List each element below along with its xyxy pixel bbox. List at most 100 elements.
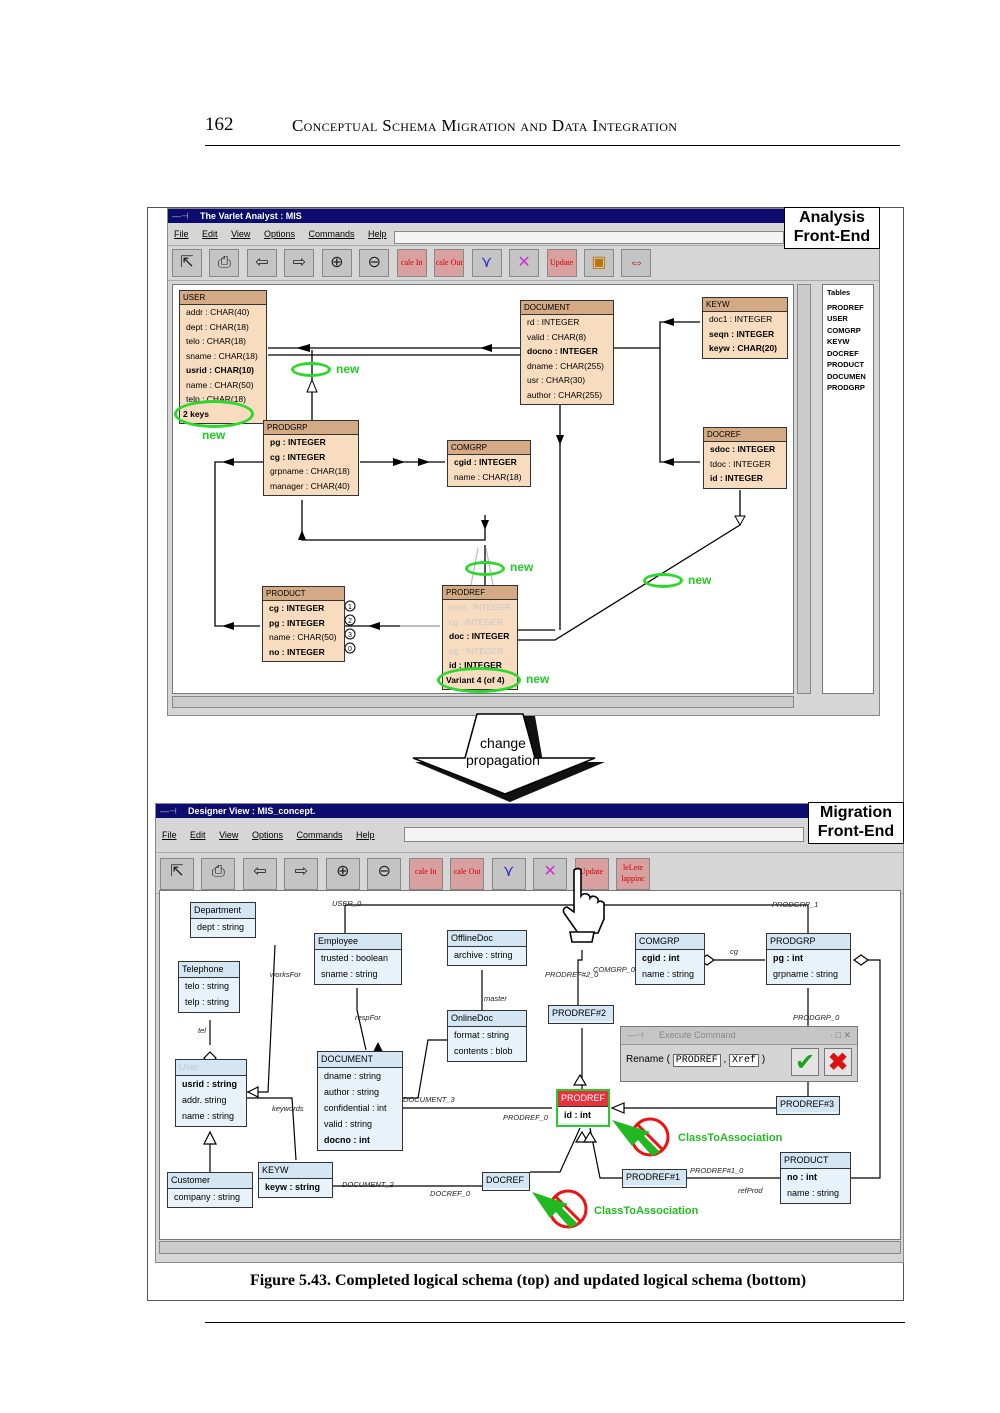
back-arrow-icon[interactable]: ⇦ — [242, 858, 277, 890]
class-customer[interactable]: Customer company : string — [167, 1172, 253, 1208]
analyst-titlebar[interactable]: —⊣ The Varlet Analyst : MIS — [168, 209, 879, 223]
zoom-in-icon[interactable]: ⊕ — [321, 249, 352, 277]
class-product[interactable]: PRODUCT no : int name : string — [780, 1152, 851, 1204]
edge-user-0: USER_0 — [332, 899, 362, 908]
designer-horizontal-scrollbar[interactable] — [159, 1241, 901, 1254]
graph-layout-alt-icon[interactable]: ✕ — [509, 249, 540, 277]
cancel-cross-icon[interactable]: ✖ — [824, 1048, 852, 1076]
class-prodgrp[interactable]: PRODGRP pg : int grpname : string — [766, 933, 851, 985]
menu-help[interactable]: Help — [368, 229, 387, 239]
dialog-menu-icon[interactable]: —⊣ — [627, 1030, 644, 1040]
figure-caption: Figure 5.43. Completed logical schema (t… — [249, 1272, 807, 1289]
class-user[interactable]: User usrid : string addr. string name : … — [175, 1059, 247, 1127]
class-document[interactable]: DOCUMENT dname : string author : string … — [317, 1051, 403, 1151]
class-to-association-label-1: ClassToAssociation — [678, 1132, 783, 1144]
book-icon[interactable]: ⇔ — [621, 249, 652, 277]
class-prodref3[interactable]: PRODREF#3 — [776, 1096, 840, 1115]
window-menu-icon[interactable]: —⊣ — [172, 211, 189, 221]
window-menu-icon[interactable]: —⊣ — [160, 806, 177, 816]
menu-options[interactable]: Options — [251, 830, 283, 840]
exit-icon[interactable]: ⇱ — [172, 249, 202, 277]
menu-commands[interactable]: Commands — [296, 830, 343, 840]
edge-worksfor: worksFor — [270, 970, 301, 979]
dialog-window-controls-icon[interactable]: · □ ✕ — [830, 1030, 851, 1040]
zoom-out-icon[interactable]: ⊖ — [359, 249, 390, 277]
table-item[interactable]: PRODREF — [827, 302, 864, 312]
running-title: Conceptual Schema Migration and Data Int… — [292, 116, 678, 135]
designer-titlebar[interactable]: —⊣ Designer View : MIS_concept. — [156, 804, 903, 818]
menu-commands[interactable]: Commands — [308, 229, 355, 239]
menu-file[interactable]: File — [162, 830, 177, 840]
print-icon[interactable]: ⎙ — [201, 858, 236, 890]
graph-layout-alt-icon[interactable]: ✕ — [533, 858, 568, 890]
entity-comgrp[interactable]: COMGRP cgid : INTEGER name : CHAR(18) — [447, 440, 531, 487]
class-prodref1[interactable]: PRODREF#1 — [622, 1169, 687, 1188]
forward-arrow-icon[interactable]: ⇨ — [284, 858, 319, 890]
back-arrow-icon[interactable]: ⇦ — [246, 249, 277, 277]
class-prodref2[interactable]: PRODREF#2 — [548, 1005, 614, 1024]
edge-docref-0: DOCREF_0 — [430, 1189, 471, 1198]
class-comgrp[interactable]: COMGRP cgid : int name : string — [635, 933, 705, 985]
update-button[interactable]: Update — [546, 249, 577, 277]
analyst-command-input[interactable] — [394, 231, 784, 244]
table-item[interactable]: KEYW — [827, 337, 850, 346]
class-docref[interactable]: DOCREF — [482, 1172, 530, 1191]
class-department[interactable]: Department dept : string — [190, 902, 256, 938]
class-telephone[interactable]: Telephone telo : string telp : string — [178, 961, 240, 1013]
scale-out-button[interactable]: cale Out — [434, 249, 465, 277]
new-label-docref-link: new — [688, 573, 712, 587]
entity-keyw[interactable]: KEYW doc1 : INTEGER seqn : INTEGER keyw … — [702, 297, 788, 359]
new-ring-keys — [174, 400, 254, 428]
package-icon[interactable]: ▣ — [583, 249, 614, 277]
tables-title: Tables — [827, 288, 851, 297]
analyst-toolbar: ⇱ ⎙ ⇦ ⇨ ⊕ ⊖ cale In cale Out ⋎ ✕ Update … — [168, 245, 879, 281]
cardinality-2: 2 — [348, 618, 352, 625]
class-keyw[interactable]: KEYW keyw : string — [258, 1162, 333, 1198]
graph-layout-icon[interactable]: ⋎ — [491, 858, 526, 890]
page-number: 162 — [205, 114, 234, 135]
designer-command-input[interactable] — [404, 827, 804, 842]
print-icon[interactable]: ⎙ — [209, 249, 240, 277]
table-item[interactable]: DOCUMEN — [827, 371, 866, 381]
cardinality-1: 1 — [348, 604, 352, 611]
scale-in-button[interactable]: cale In — [396, 249, 427, 277]
scale-out-button[interactable]: cale Out — [450, 858, 485, 890]
table-item[interactable]: COMGRP — [827, 325, 861, 335]
table-item[interactable]: DOCREF — [827, 348, 859, 358]
entity-docref[interactable]: DOCREF sdoc : INTEGER tdoc : INTEGER id … — [703, 427, 787, 489]
rename-old-input[interactable]: PRODREF — [672, 1054, 721, 1067]
table-item[interactable]: PRODGRP — [827, 383, 865, 392]
horizontal-scrollbar[interactable] — [172, 696, 794, 708]
class-employee[interactable]: Employee trusted : boolean sname : strin… — [314, 933, 402, 985]
menu-help[interactable]: Help — [356, 830, 375, 840]
scale-in-button[interactable]: cale In — [408, 858, 443, 890]
table-item[interactable]: USER — [827, 314, 848, 323]
menu-view[interactable]: View — [219, 830, 239, 840]
class-onlinedoc[interactable]: OnlineDoc format : string contents : blo… — [447, 1010, 527, 1062]
exit-icon[interactable]: ⇱ — [160, 858, 194, 890]
table-item[interactable]: PRODUCT — [827, 360, 865, 369]
class-prodref[interactable]: PRODREF id : int — [556, 1089, 610, 1127]
vertical-scrollbar[interactable] — [797, 284, 811, 694]
entity-document[interactable]: DOCUMENT rd : INTEGER valid : CHAR(8) do… — [520, 300, 614, 405]
menu-view[interactable]: View — [231, 229, 251, 239]
rename-new-input[interactable]: Xref — [729, 1054, 760, 1067]
entity-product[interactable]: PRODUCT cg : INTEGER pg : INTEGER name :… — [262, 586, 345, 662]
menu-options[interactable]: Options — [263, 229, 295, 239]
new-ring-prodref-link — [465, 561, 505, 576]
menu-edit[interactable]: Edit — [190, 830, 206, 840]
zoom-in-icon[interactable]: ⊕ — [325, 858, 360, 890]
new-ring-user-link — [291, 362, 331, 377]
entity-prodgrp[interactable]: PRODGRP pg : INTEGER cg : INTEGER grpnam… — [263, 420, 359, 496]
edge-prodref1-0: PRODREF#1_0 — [690, 1166, 744, 1175]
graph-layout-icon[interactable]: ⋎ — [471, 249, 502, 277]
confirm-check-icon[interactable]: ✔ — [791, 1048, 819, 1076]
edge-document-2: DOCUMENT_2 — [342, 1180, 394, 1189]
class-offlinedoc[interactable]: OfflineDoc archive : string — [447, 930, 527, 966]
forward-arrow-icon[interactable]: ⇨ — [284, 249, 315, 277]
zoom-out-icon[interactable]: ⊖ — [367, 858, 402, 890]
menu-edit[interactable]: Edit — [202, 229, 218, 239]
menu-file[interactable]: File — [174, 229, 189, 239]
